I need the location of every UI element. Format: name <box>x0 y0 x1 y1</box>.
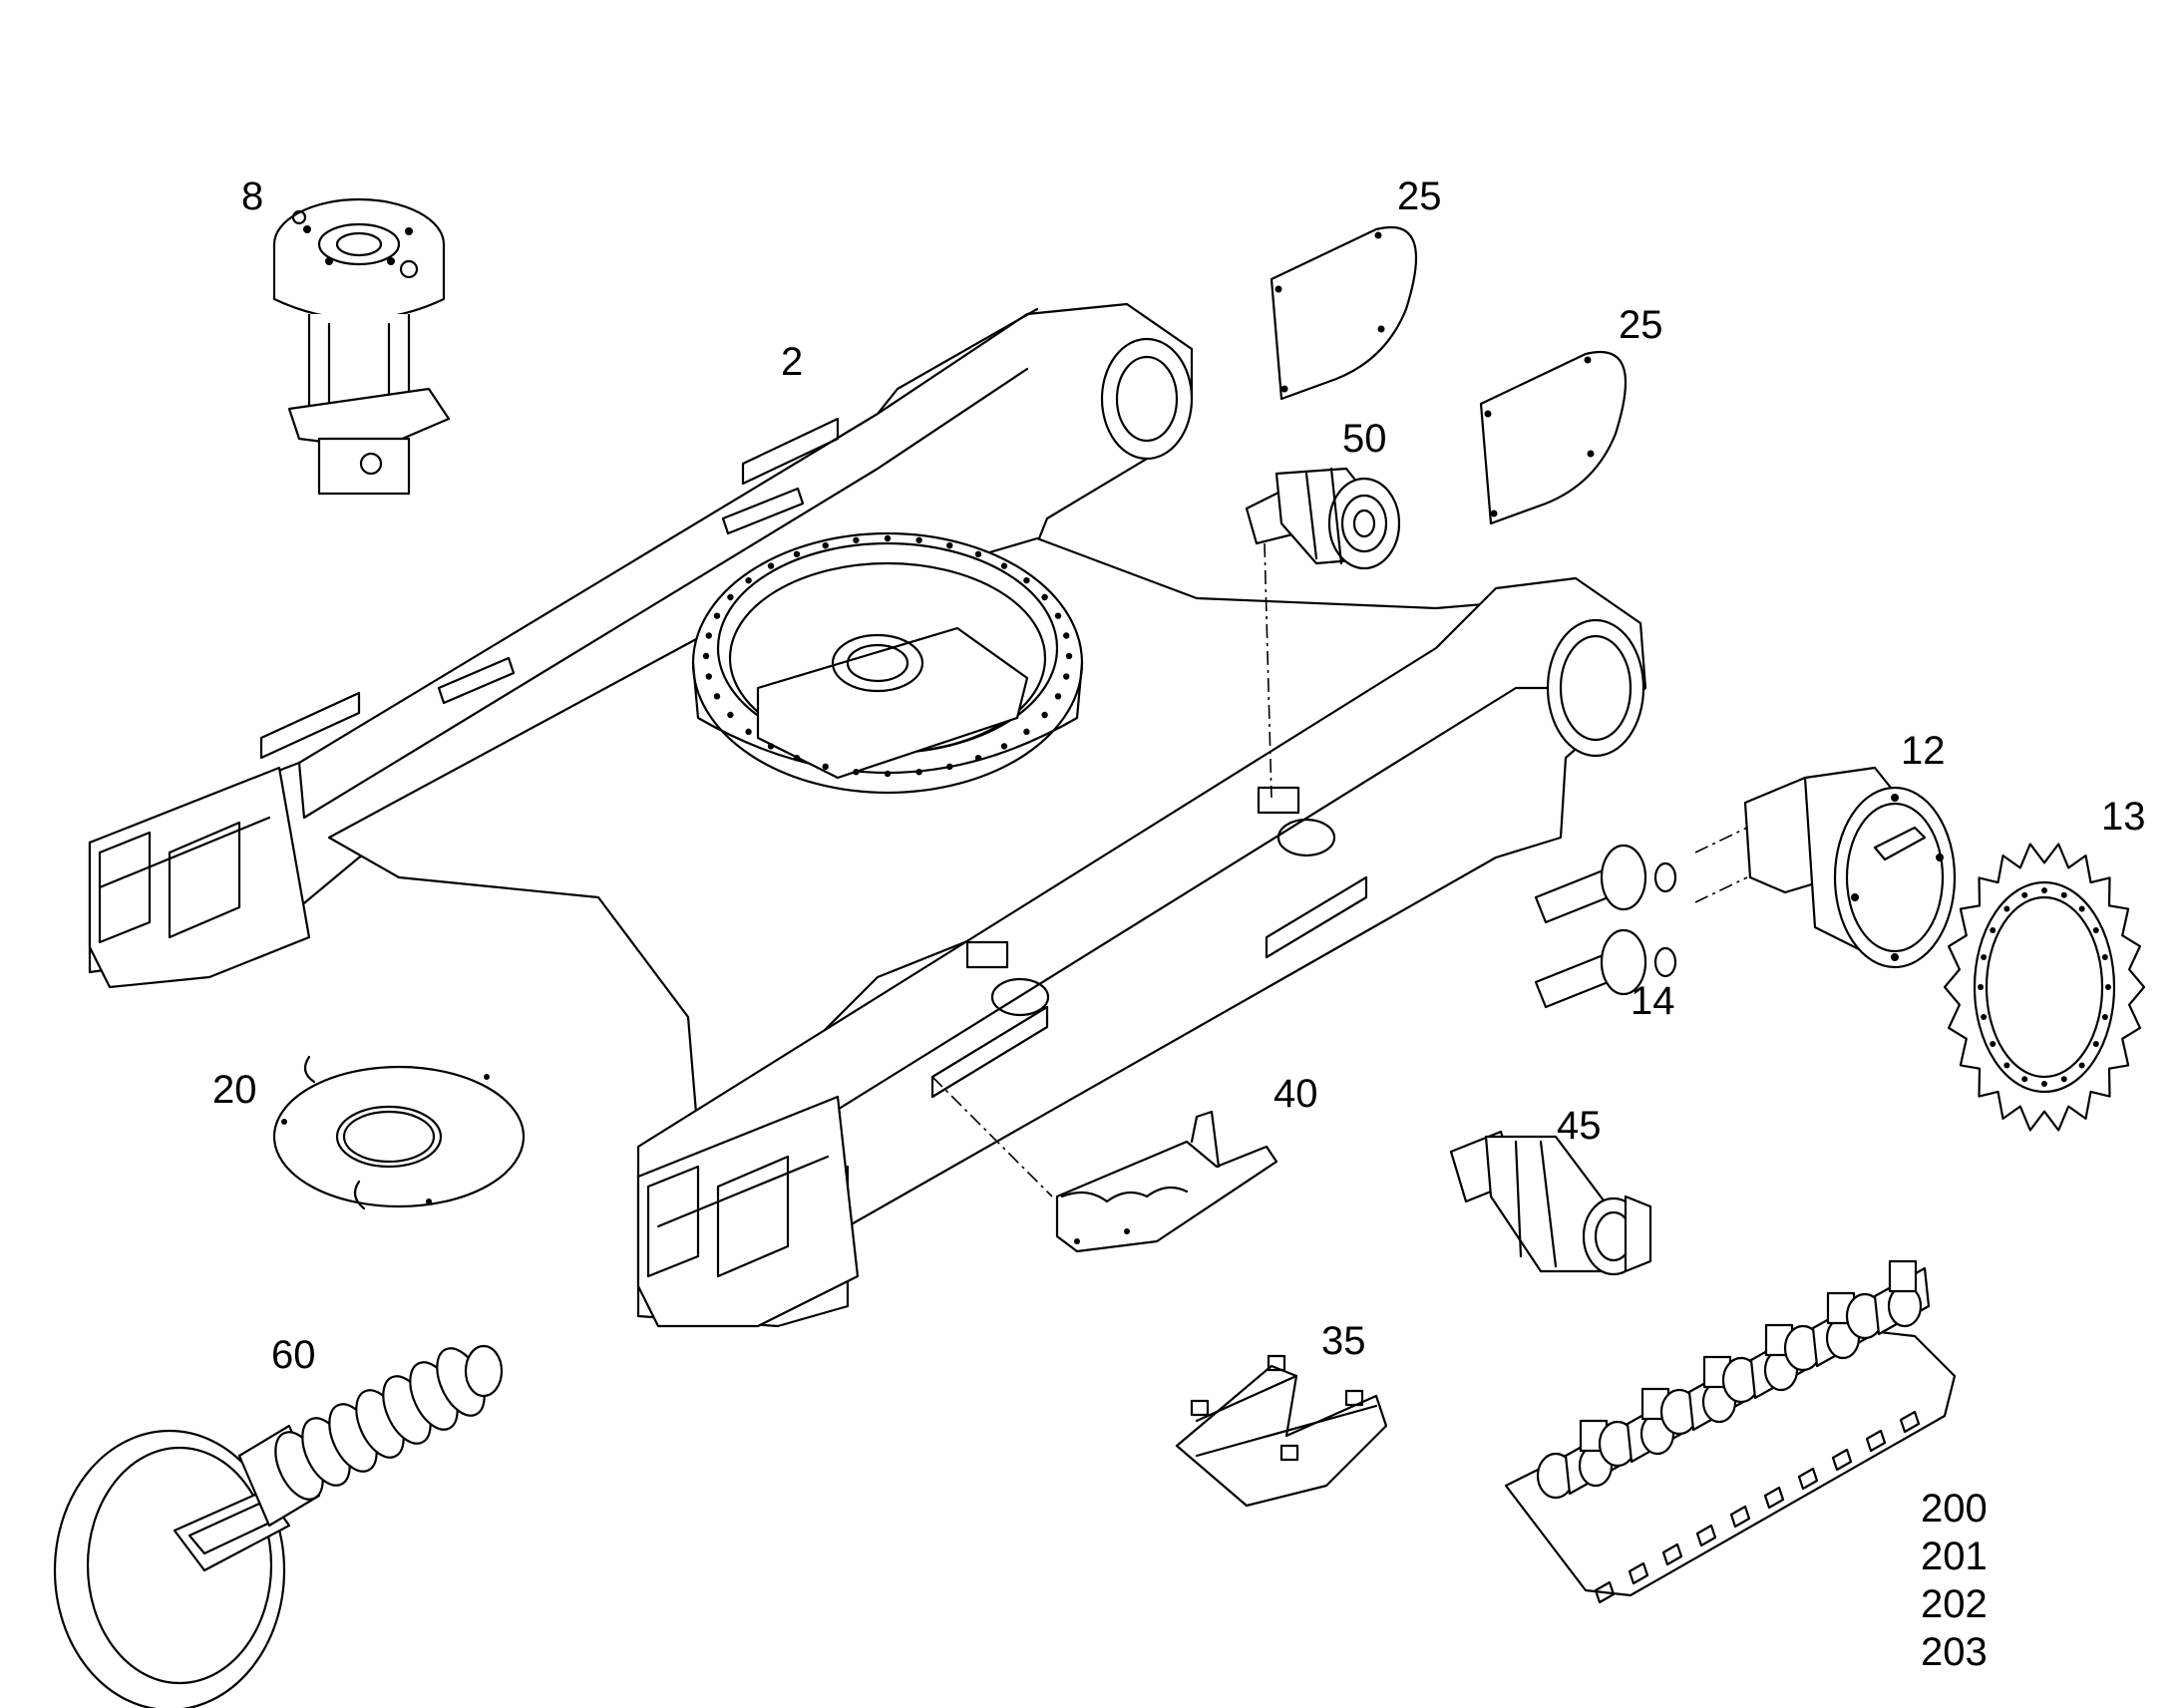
top-roller-part-50[interactable] <box>1245 467 1401 570</box>
track-code-200: 200 <box>1921 1487 1988 1531</box>
idler-part-60[interactable] <box>53 1341 504 1708</box>
callout-part-8[interactable]: 8 <box>241 174 264 218</box>
callout-part-200-list[interactable]: 200 201 202 203 <box>1921 1485 1988 1676</box>
track-code-203: 203 <box>1921 1630 1988 1674</box>
track-guide-part-35[interactable] <box>1175 1354 1388 1508</box>
callout-part-25b[interactable]: 25 <box>1619 303 1663 347</box>
callout-part-14[interactable]: 14 <box>1631 979 1675 1023</box>
callout-part-45[interactable]: 45 <box>1557 1104 1602 1148</box>
callout-part-35[interactable]: 35 <box>1321 1319 1366 1363</box>
callout-part-40[interactable]: 40 <box>1273 1072 1318 1116</box>
frame-part-2[interactable] <box>88 302 1647 1328</box>
callout-part-2[interactable]: 2 <box>781 340 804 384</box>
callout-part-20[interactable]: 20 <box>212 1068 257 1112</box>
cover-plate-part-20[interactable] <box>272 1055 526 1210</box>
callout-part-12[interactable]: 12 <box>1901 729 1946 773</box>
callout-part-60[interactable]: 60 <box>271 1333 316 1377</box>
callout-part-13[interactable]: 13 <box>2101 795 2146 839</box>
cover-part-25b[interactable] <box>1479 350 1628 525</box>
travel-motor-part-12[interactable] <box>1743 766 1957 969</box>
pins-part-14[interactable] <box>1534 844 1677 1009</box>
callout-part-25a[interactable]: 25 <box>1397 174 1442 218</box>
sprocket-part-13[interactable] <box>1943 843 2146 1132</box>
bottom-roller-part-45[interactable] <box>1449 1130 1652 1276</box>
track-code-202: 202 <box>1921 1582 1988 1626</box>
cover-part-25a[interactable] <box>1270 225 1418 401</box>
track-code-201: 201 <box>1921 1535 1988 1578</box>
rotary-joint-part-8[interactable] <box>272 197 451 496</box>
step-part-40[interactable] <box>1055 1110 1278 1253</box>
track-chain-part-200[interactable] <box>1504 1259 1957 1604</box>
callout-part-50[interactable]: 50 <box>1342 417 1387 461</box>
